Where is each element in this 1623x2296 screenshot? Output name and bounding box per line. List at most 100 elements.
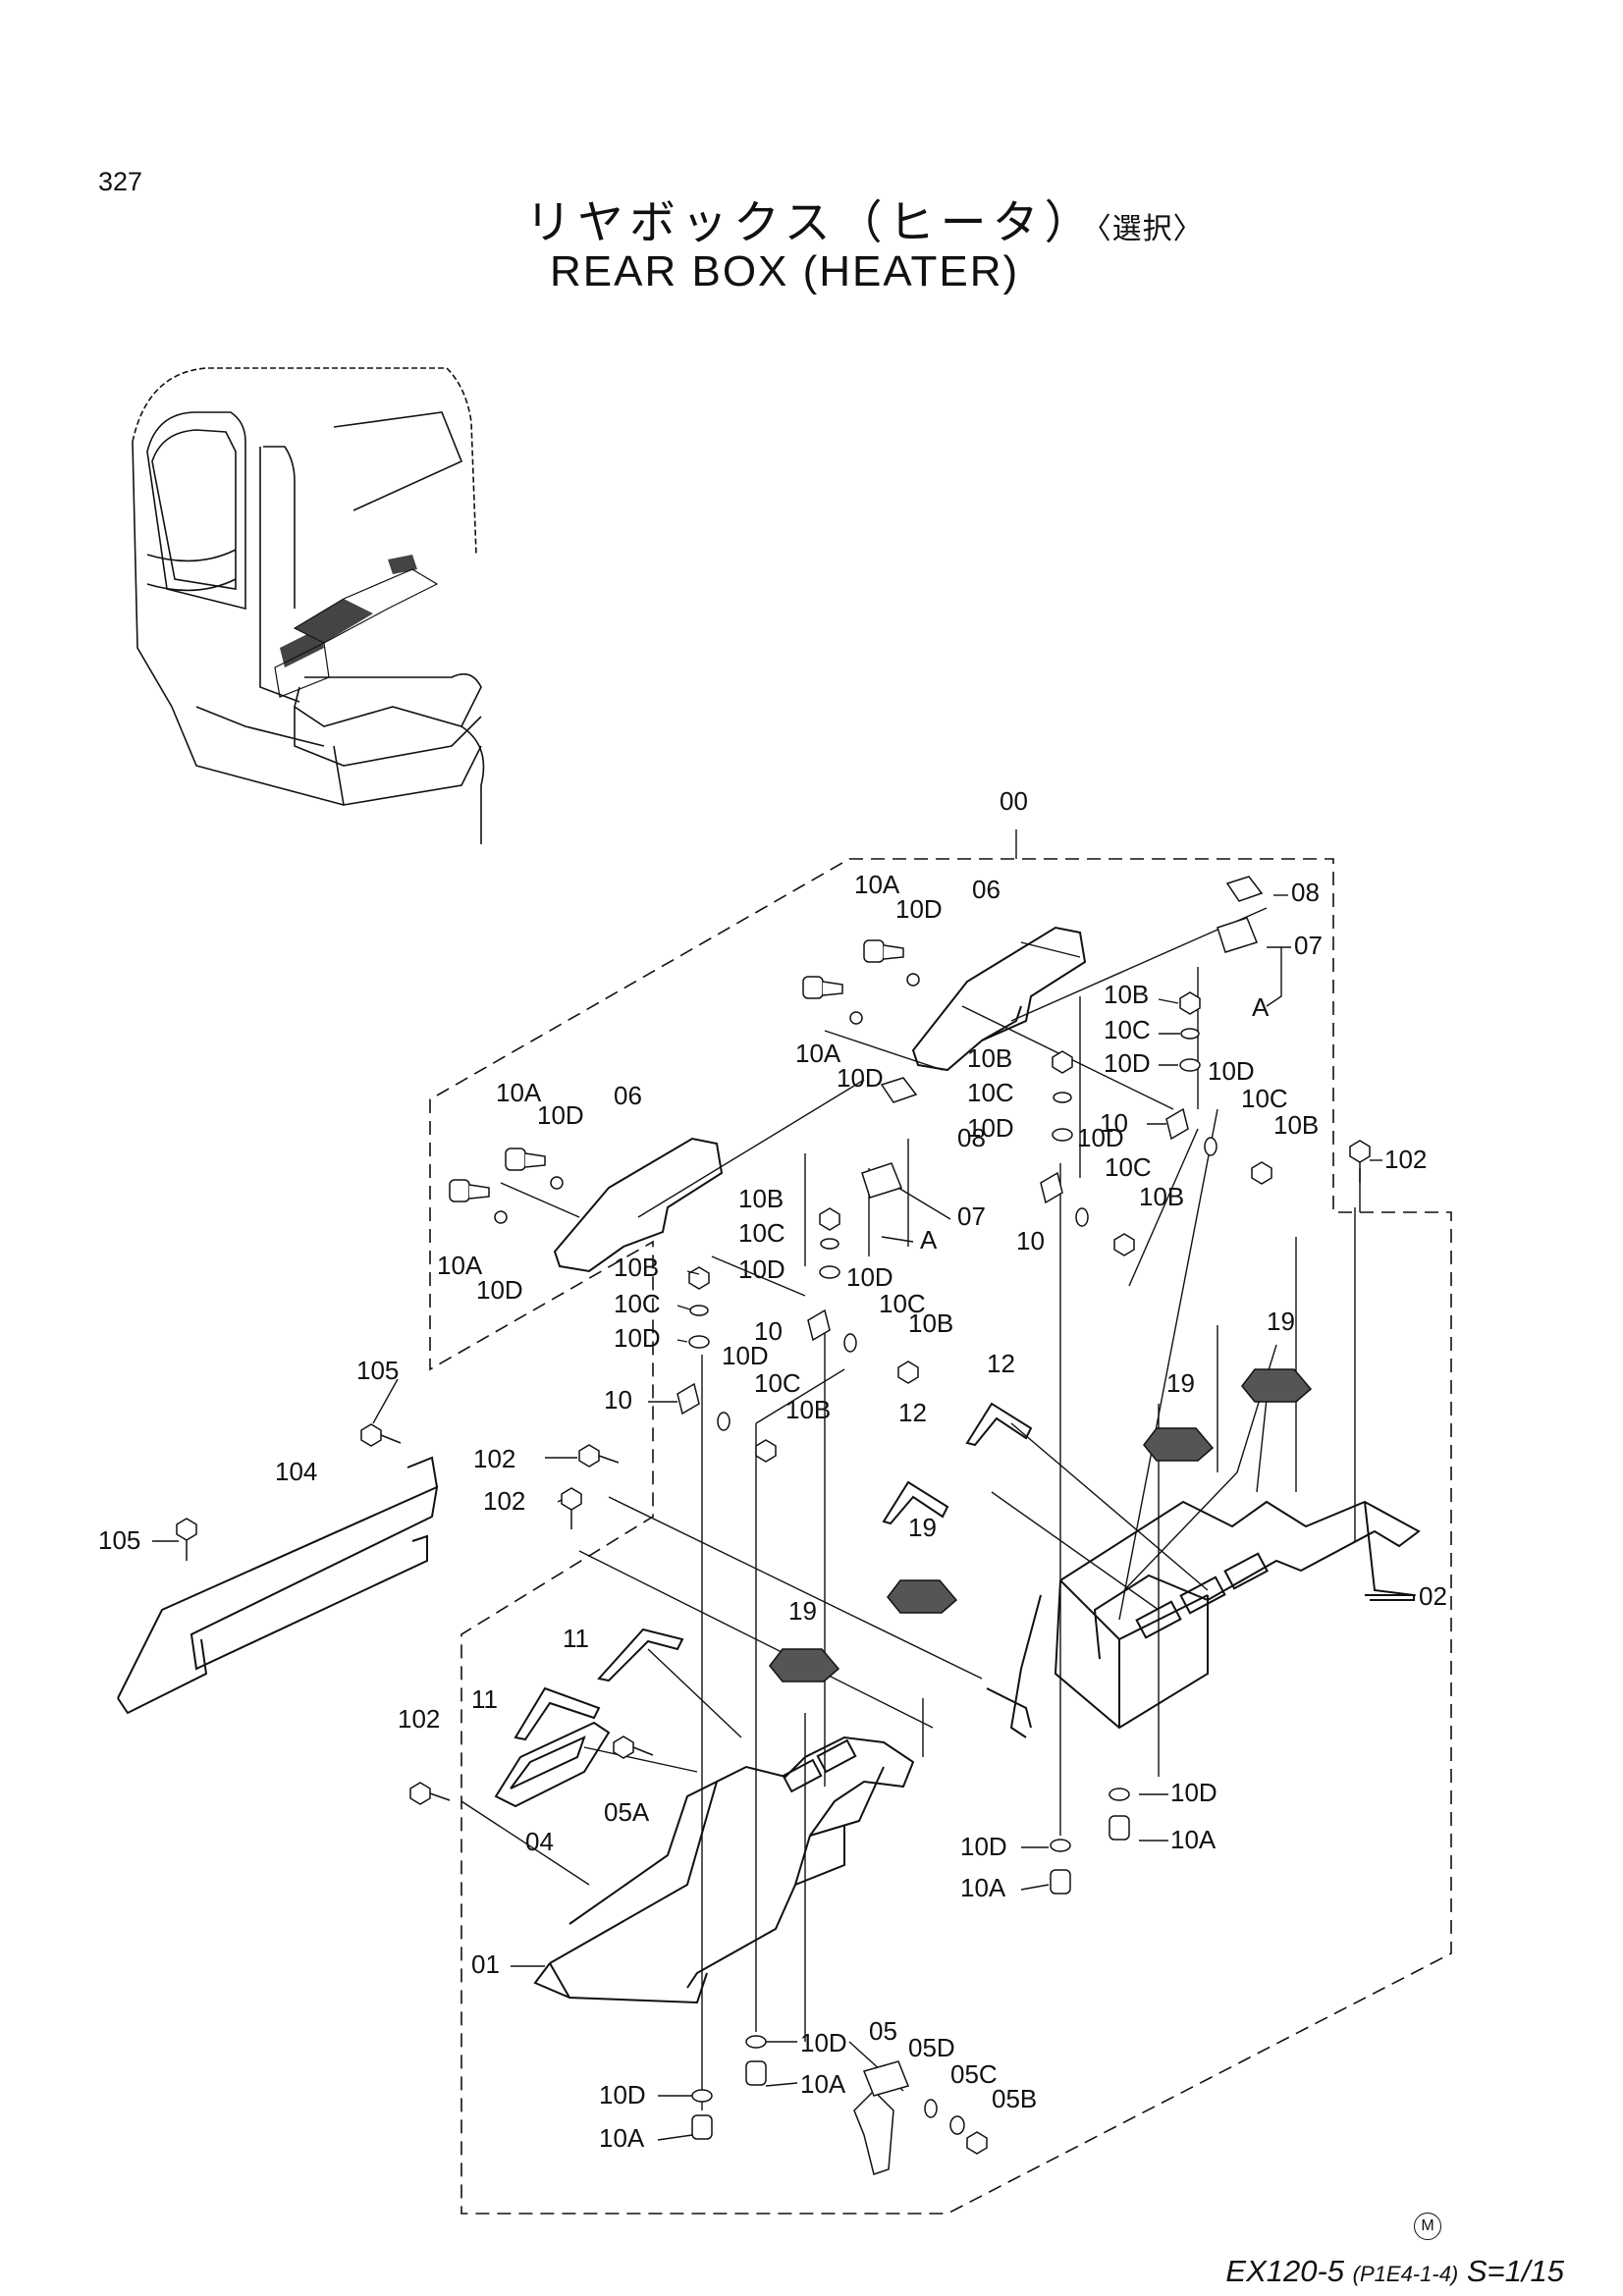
callout-10-c: 10 xyxy=(754,1316,783,1346)
callout-104: 104 xyxy=(275,1457,317,1486)
callout-102-d: 102 xyxy=(398,1704,440,1734)
callout-11-b: 11 xyxy=(471,1684,498,1714)
callout-10A-c: 10A xyxy=(496,1078,542,1107)
washer-10D-16 xyxy=(691,2089,713,2103)
callout-04: 04 xyxy=(525,1827,554,1856)
callout-10D-g: 10D xyxy=(537,1100,584,1130)
callout-10C-d: 10C xyxy=(1105,1152,1152,1182)
bolt-102-right xyxy=(1349,1140,1371,1183)
washer-10D-12 xyxy=(717,1412,730,1431)
callout-10C-c: 10C xyxy=(967,1078,1014,1107)
nut-10B-5 xyxy=(1251,1161,1272,1185)
callout-11-a: 11 xyxy=(563,1624,589,1653)
bolt-10A-4 xyxy=(449,1179,490,1202)
callout-00: 00 xyxy=(1000,786,1028,816)
part-06-bracket-left xyxy=(553,1137,724,1273)
callout-07-b: 07 xyxy=(957,1201,986,1231)
assembly-boundary xyxy=(429,858,1452,2215)
callout-10D-e: 10D xyxy=(967,1113,1014,1143)
washer-10D-11 xyxy=(843,1333,857,1353)
nut-10B-7 xyxy=(897,1361,919,1384)
callout-10B-g: 10B xyxy=(908,1308,953,1338)
washer-10D-3 xyxy=(550,1176,564,1190)
callout-10A-a: 10A xyxy=(854,870,900,899)
part-19-pad-1 xyxy=(1241,1368,1313,1403)
callout-105-a: 105 xyxy=(356,1356,399,1385)
washer-10D-6 xyxy=(1052,1128,1073,1142)
washer-10D-14 xyxy=(1050,1839,1071,1852)
callout-01: 01 xyxy=(471,1949,500,1979)
footer-model-reference: EX120-5 (P1E4-1-4) S=1/15 xyxy=(1225,2254,1564,2289)
callout-10-d: 10 xyxy=(604,1385,632,1415)
callout-19-a: 19 xyxy=(1267,1307,1295,1336)
bolt-10A-8 xyxy=(691,2114,713,2140)
callout-06-b: 06 xyxy=(614,1081,642,1110)
washer-10D-8 xyxy=(688,1335,710,1349)
part-07-clip-upper xyxy=(1217,917,1258,953)
callout-10A-b: 10A xyxy=(795,1039,841,1068)
washer-10D-13 xyxy=(1109,1788,1130,1801)
callout-10C-a: 10C xyxy=(1104,1015,1151,1044)
washer-10D-15 xyxy=(745,2035,767,2049)
callout-102-a: 102 xyxy=(1384,1145,1427,1174)
washer-10D-2 xyxy=(849,1011,863,1025)
callout-10D-h: 10D xyxy=(738,1255,785,1284)
title-jp-main: リヤボックス（ヒータ） xyxy=(525,196,1097,250)
bolt-10A-6 xyxy=(1050,1869,1071,1895)
clip-10-4 xyxy=(676,1382,700,1415)
nut-10B-8 xyxy=(755,1439,777,1463)
washer-10D-4 xyxy=(494,1210,508,1224)
part-06-bracket-upper xyxy=(911,926,1087,1072)
callout-05B: 05B xyxy=(992,2084,1037,2113)
callout-10A-e: 10A xyxy=(1170,1825,1217,1854)
washer-05D xyxy=(924,2099,938,2118)
nut-10B-4 xyxy=(688,1266,710,1290)
washer-10D-1 xyxy=(906,973,920,987)
bolt-10A-2 xyxy=(802,976,843,999)
callout-10D-f: 10D xyxy=(1077,1123,1124,1152)
callout-A-b: A xyxy=(920,1225,938,1255)
callout-10C-e: 10C xyxy=(738,1218,785,1248)
footer-scale: S=1/15 xyxy=(1466,2254,1564,2288)
callout-A-a: A xyxy=(1252,992,1270,1022)
callout-12-a: 12 xyxy=(987,1349,1015,1378)
bolt-102-mid xyxy=(578,1444,620,1468)
callout-105-b: 105 xyxy=(98,1525,140,1555)
label-leaders xyxy=(152,894,1416,2141)
part-08-clip-left xyxy=(880,1077,918,1103)
part-12-strap-upper xyxy=(965,1402,1033,1447)
bolt-102-mid-2 xyxy=(561,1487,582,1529)
callout-10B-a: 10B xyxy=(1104,980,1149,1009)
leader-lines xyxy=(460,829,1361,2110)
bolt-10A-1 xyxy=(863,939,904,963)
bolt-10A-7 xyxy=(745,2060,767,2086)
callout-10B-b: 10B xyxy=(1273,1110,1319,1140)
callout-05C: 05C xyxy=(950,2059,998,2089)
part-104-side-cover xyxy=(117,1456,439,1715)
clip-10-3 xyxy=(807,1308,831,1342)
callout-10A-h: 10A xyxy=(599,2123,645,2153)
nut-10B-2 xyxy=(1052,1050,1073,1074)
washer-10D-5 xyxy=(1179,1058,1201,1072)
callout-10B-f: 10B xyxy=(614,1253,659,1282)
nut-10B-3 xyxy=(819,1207,840,1231)
bolt-05A xyxy=(613,1735,654,1759)
callout-07-a: 07 xyxy=(1294,931,1323,960)
callout-10D-c: 10D xyxy=(1208,1056,1255,1086)
cab-location-illustration xyxy=(132,367,485,844)
part-05-pipe-clamp xyxy=(853,2060,910,2175)
nut-10B-1 xyxy=(1179,991,1201,1015)
part-19-pad-4 xyxy=(769,1648,840,1682)
callout-10A-f: 10A xyxy=(960,1873,1006,1902)
footer-model: EX120-5 xyxy=(1225,2254,1345,2288)
page-number: 327 xyxy=(98,167,143,196)
nut-10B-6 xyxy=(1113,1233,1135,1256)
title-english: REAR BOX (HEATER) xyxy=(550,247,1020,295)
washer-05C xyxy=(949,2115,965,2135)
callout-10B-e: 10B xyxy=(738,1184,784,1213)
callout-10B-d: 10B xyxy=(1139,1182,1184,1211)
part-04-plate xyxy=(494,1721,611,1808)
clip-10-1 xyxy=(1165,1107,1189,1141)
callout-10D-l: 10D xyxy=(722,1341,769,1370)
